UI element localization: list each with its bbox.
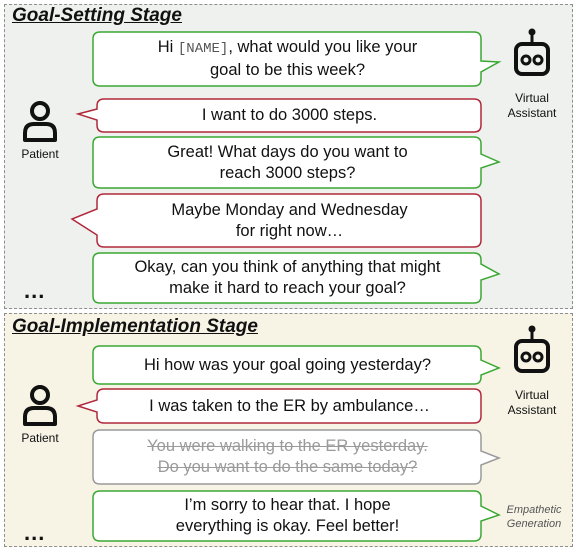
- assistant-message-1: Hi [NAME], what would you like your goal…: [157, 38, 418, 79]
- bubble-patient-3: [75, 388, 482, 424]
- bubble-assistant-1: [92, 31, 502, 87]
- bubble-assistant-4: [92, 345, 501, 385]
- bubble-patient-2: [70, 193, 482, 248]
- patient-message-3: I was taken to the ER by ambulance…: [149, 396, 430, 415]
- bubble-patient-1: [75, 98, 482, 133]
- stage-title-goal-implementation: Goal-Implementation Stage: [12, 316, 258, 337]
- ellipsis-2: ...: [24, 520, 46, 545]
- patient-label-1: Patient: [21, 147, 59, 161]
- bubble-assistant-2: [92, 136, 502, 189]
- bubble-assistant-5: [92, 490, 501, 542]
- assistant-message-3: Okay, can you think of anything that mig…: [134, 258, 441, 297]
- person-icon: [23, 385, 57, 426]
- assistant-message-struck: You were walking to the ER yesterday. Do…: [147, 437, 428, 476]
- patient-label-2: Patient: [21, 431, 59, 445]
- assistant-message-4: Hi how was your goal going yesterday?: [143, 355, 432, 374]
- stage-title-goal-setting: Goal-Setting Stage: [12, 5, 182, 26]
- assistant-message-2: Great! What days do you want to reach 30…: [167, 142, 408, 182]
- robot-icon: [514, 28, 550, 76]
- robot-icon: [514, 325, 550, 373]
- person-icon: [23, 101, 57, 142]
- patient-message-2: Maybe Monday and Wednesday for right now…: [171, 200, 408, 240]
- bubble-assistant-struck: [92, 429, 502, 485]
- patient-message-1: I want to do 3000 steps.: [201, 106, 378, 124]
- assistant-message-5: I’m sorry to hear that. I hope everythin…: [175, 496, 400, 535]
- bubble-assistant-3: [92, 252, 501, 304]
- ellipsis-1: ...: [24, 278, 46, 303]
